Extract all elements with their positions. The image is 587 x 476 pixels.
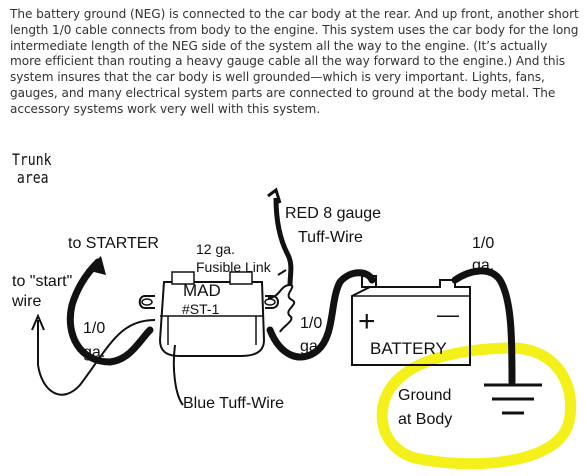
fusible-link: [267, 283, 296, 333]
red-wire-top: [267, 187, 282, 204]
starter-cable: [66, 258, 154, 366]
label-gauge-right-2: ga.: [472, 257, 494, 274]
label-ground-2: at Body: [398, 411, 452, 428]
label-start-wire-2: wire: [11, 293, 41, 310]
trunk-label-line1: Trunk: [12, 150, 52, 169]
ground-symbol: [484, 383, 542, 415]
label-start-wire-1: to "start": [12, 273, 72, 290]
label-gauge-mid-2: ga.: [300, 338, 322, 355]
label-ground-1: Ground: [398, 387, 451, 404]
battery: + — BATTERY: [351, 275, 471, 366]
mad-label-1: MAD: [183, 281, 221, 300]
label-fusible-2: Fusible Link: [196, 259, 272, 275]
battery-plus: +: [358, 305, 376, 338]
battery-minus: —: [437, 302, 459, 327]
start-wire-arrowhead: [31, 313, 45, 331]
trunk-area-label: Trunk area: [12, 151, 52, 187]
blue-wire: [172, 344, 184, 406]
label-gauge-right-1: 1/0: [472, 235, 494, 252]
ground-cable: [451, 267, 516, 386]
label-red-wire-1: RED 8 gauge: [285, 205, 381, 222]
fusible-pointer: [277, 269, 287, 276]
arrow-to-starter: [86, 256, 106, 275]
label-red-wire-2: Tuff-Wire: [298, 229, 363, 246]
label-fusible-1: 12 ga.: [196, 241, 235, 257]
battery-label: BATTERY: [370, 339, 447, 358]
label-gauge-left-2: ga.: [83, 344, 105, 361]
mad-solenoid: MAD #ST-1: [138, 271, 279, 357]
mad-label-2: #ST-1: [182, 301, 220, 317]
description-paragraph: The battery ground (NEG) is connected to…: [10, 7, 579, 116]
mid-cable: [266, 269, 376, 361]
ground-highlight-circle: [376, 342, 577, 470]
trunk-label-line2: area: [16, 168, 49, 187]
start-wire: [37, 319, 156, 396]
label-gauge-left-1: 1/0: [83, 320, 105, 337]
heavy-cables: [66, 258, 516, 386]
red-wire: [273, 197, 294, 286]
label-blue-wire: Blue Tuff-Wire: [183, 395, 284, 412]
label-to-starter: to STARTER: [68, 235, 159, 252]
label-gauge-mid-1: 1/0: [300, 315, 322, 332]
